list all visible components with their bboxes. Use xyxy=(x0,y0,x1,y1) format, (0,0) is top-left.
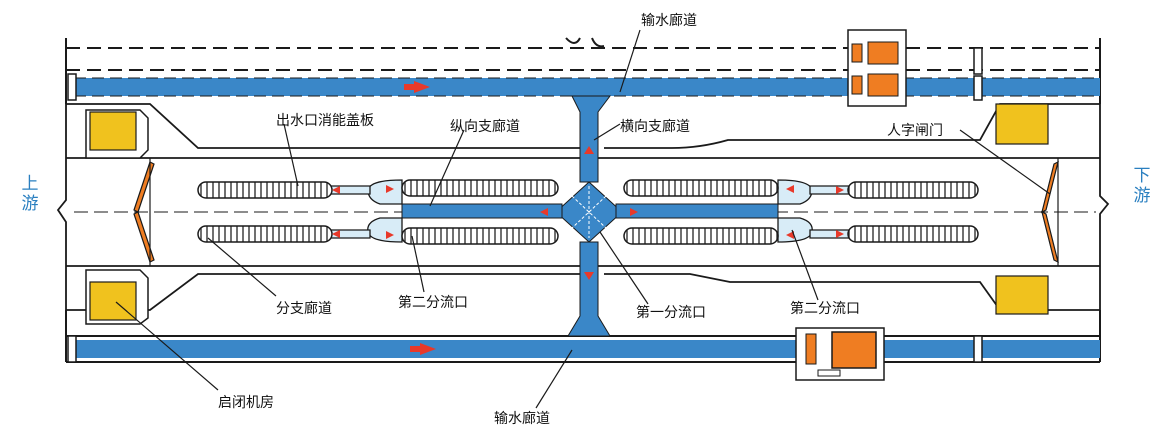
label-main-conduit-bottom: 输水廊道 xyxy=(494,411,550,427)
hoist-room-right-bottom xyxy=(995,275,1049,315)
label-miter-gate: 人字闸门 xyxy=(887,123,943,139)
label-main-conduit-top: 输水廊道 xyxy=(641,13,697,29)
cover-plate-right-lower-inner xyxy=(623,227,779,245)
downstream-char-1: 下 xyxy=(1133,166,1151,186)
leader-lines xyxy=(115,29,1051,409)
hoist-room-left-top xyxy=(85,109,149,159)
cover-plate-left-lower-inner xyxy=(401,227,559,245)
outlet-cover-plates xyxy=(197,179,979,245)
label-second-split-left: 第二分流口 xyxy=(398,295,468,311)
second-split-right-manifold xyxy=(777,179,851,243)
label-energy-dissipation-cover: 出水口消能盖板 xyxy=(276,113,374,129)
flow-arrow-top-tail xyxy=(404,84,416,90)
flow-arrows-small xyxy=(332,146,844,280)
cover-plate-right-lower-outer xyxy=(847,225,979,243)
cover-plate-left-lower-outer xyxy=(197,225,333,243)
label-transverse-branch: 横向支廊道 xyxy=(620,119,690,135)
main-conduit-bottom xyxy=(67,335,1100,363)
first-split-diamond xyxy=(555,181,623,243)
label-longitudinal-branch: 纵向支廊道 xyxy=(450,119,520,135)
upstream-char-1: 上 xyxy=(21,174,39,194)
label-hoist-room: 启闭机房 xyxy=(218,395,274,411)
miter-gate-left xyxy=(133,158,155,266)
cover-plate-left-upper-inner xyxy=(401,179,559,197)
upstream-char-2: 游 xyxy=(21,194,39,214)
valve-house-top xyxy=(847,29,907,107)
flow-arrow-top xyxy=(414,81,430,93)
transverse-branch xyxy=(567,95,611,337)
flow-arrow-bottom xyxy=(420,343,436,355)
hoist-room-left-bottom xyxy=(85,269,149,325)
cover-plate-left-upper-outer xyxy=(197,181,333,199)
lock-chamber-outline xyxy=(56,103,1110,311)
top-wall xyxy=(65,37,1101,104)
cover-plate-right-upper-inner xyxy=(623,179,779,197)
main-conduit-top xyxy=(67,47,1100,101)
label-downstream: 下 游 xyxy=(1132,166,1152,206)
hoist-room-right-top xyxy=(995,103,1049,145)
valve-house-bottom xyxy=(795,327,885,381)
downstream-char-2: 游 xyxy=(1133,186,1151,206)
miter-gate-right xyxy=(1041,158,1059,266)
longitudinal-branch xyxy=(401,203,779,219)
label-first-split: 第一分流口 xyxy=(636,305,706,321)
flow-arrow-bottom-tail xyxy=(410,346,422,352)
cover-plate-right-upper-outer xyxy=(847,181,979,199)
label-branch-gallery: 分支廊道 xyxy=(276,301,332,317)
label-upstream: 上 游 xyxy=(20,174,40,214)
label-second-split-right: 第二分流口 xyxy=(790,301,860,317)
